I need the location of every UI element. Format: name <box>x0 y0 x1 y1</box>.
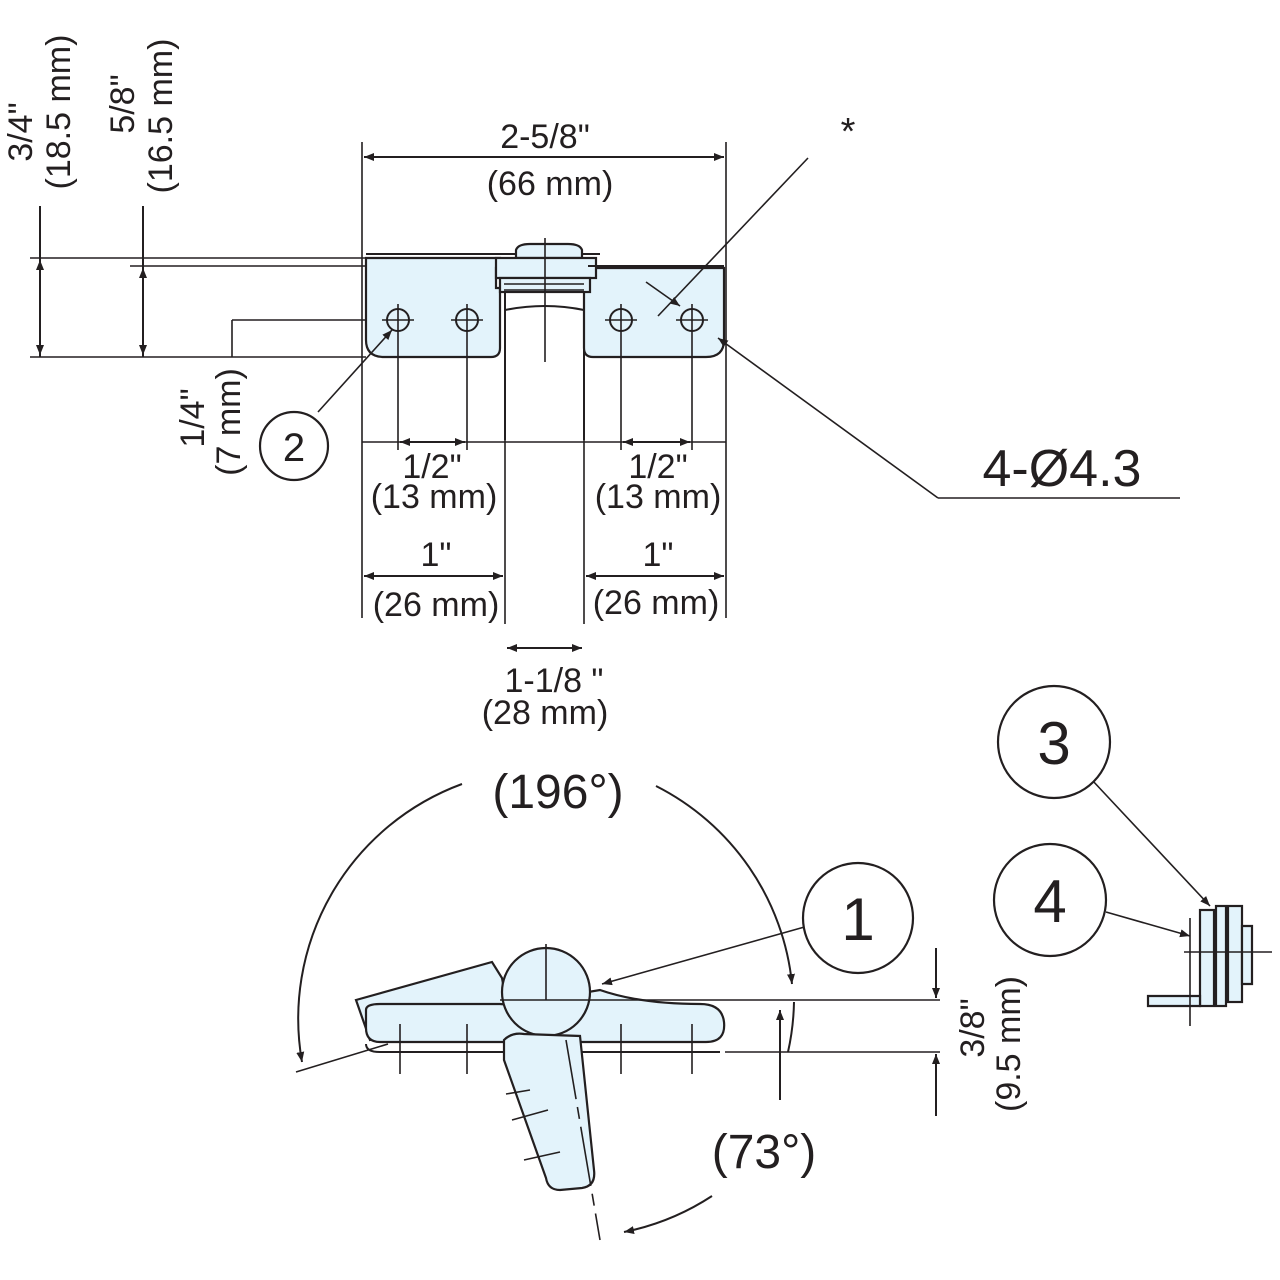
angle-close-arc-top <box>787 1001 795 1053</box>
angle-open-arc-right <box>655 785 795 985</box>
angle-close-arc-bottom <box>623 1195 713 1234</box>
top-view-part <box>364 238 726 440</box>
leaf-width-right-metric: (26 mm) <box>593 584 720 622</box>
callout-2-label: 2 <box>283 426 305 470</box>
callout-3-label: 3 <box>1037 710 1070 777</box>
plate-height-metric: (16.5 mm) <box>142 39 180 194</box>
end-view-plate-3 <box>1226 904 1244 1004</box>
thickness-metric: (9.5 mm) <box>990 976 1028 1112</box>
overall-height-metric: (18.5 mm) <box>40 35 78 190</box>
overall-width-imperial: 2-5/8" <box>500 118 590 156</box>
callout-2-circle <box>258 410 330 482</box>
angle-close-label: (73°) <box>712 1126 817 1179</box>
callout-1-leader <box>601 925 809 986</box>
hole-spacing-right-imperial: 1/2" <box>628 448 687 486</box>
knuckle-width-imperial: 1-1/8 " <box>504 662 603 700</box>
leaf-width-left-imperial: 1" <box>421 536 452 574</box>
knuckle-bar <box>494 256 598 280</box>
callout-2-leader <box>317 329 393 413</box>
overall-height-imperial: 3/4" <box>2 102 40 161</box>
leaf-width-right-imperial: 1" <box>643 536 674 574</box>
angle-open-arc-left <box>296 783 463 1063</box>
end-view-plate-2 <box>1214 904 1228 1008</box>
hole-offset-imperial: 1/4" <box>174 388 212 447</box>
end-view-base <box>1146 994 1202 1008</box>
asterisk-note: * <box>841 111 856 153</box>
callout-4-circle <box>992 842 1108 958</box>
callout-4-label: 4 <box>1033 868 1066 935</box>
right-leaf <box>582 266 726 359</box>
left-leaf <box>364 256 502 359</box>
asterisk-leader <box>657 157 809 317</box>
knuckle-cap <box>514 242 584 260</box>
hole-spec-leader <box>717 337 939 499</box>
hole-spec-label: 4-Ø4.3 <box>983 440 1142 498</box>
end-view-cap <box>1240 924 1254 986</box>
end-view: 3 4 <box>992 684 1272 1026</box>
callout-3-circle <box>996 684 1112 800</box>
callout-1-circle <box>801 861 915 975</box>
hole-spacing-left-imperial: 1/2" <box>402 448 461 486</box>
angle-open-label: (196°) <box>492 766 623 819</box>
knuckle-width-metric: (28 mm) <box>482 694 609 732</box>
overall-width-metric: (66 mm) <box>487 165 614 203</box>
callout-1-label: 1 <box>841 886 874 953</box>
plate-height-imperial: 5/8" <box>104 74 142 133</box>
hole-spacing-left-metric: (13 mm) <box>371 478 498 516</box>
hole-offset-metric: (7 mm) <box>210 368 248 476</box>
callout-4-leader <box>1105 911 1191 938</box>
thickness-imperial: 3/8" <box>954 998 992 1057</box>
leaf-width-left-metric: (26 mm) <box>373 586 500 624</box>
side-view: (196°) (73°) 3/8" (9.5 mm) 1 <box>295 766 1028 1241</box>
hole-spacing-right-metric: (13 mm) <box>595 478 722 516</box>
end-view-plate-1 <box>1198 908 1216 1008</box>
callout-3-leader <box>1091 779 1211 907</box>
swing-leaf <box>502 1032 596 1192</box>
top-view-dimensions: 2-5/8" (66 mm) 3/4" (18.5 mm) 5/8" (16.5… <box>2 35 1180 732</box>
